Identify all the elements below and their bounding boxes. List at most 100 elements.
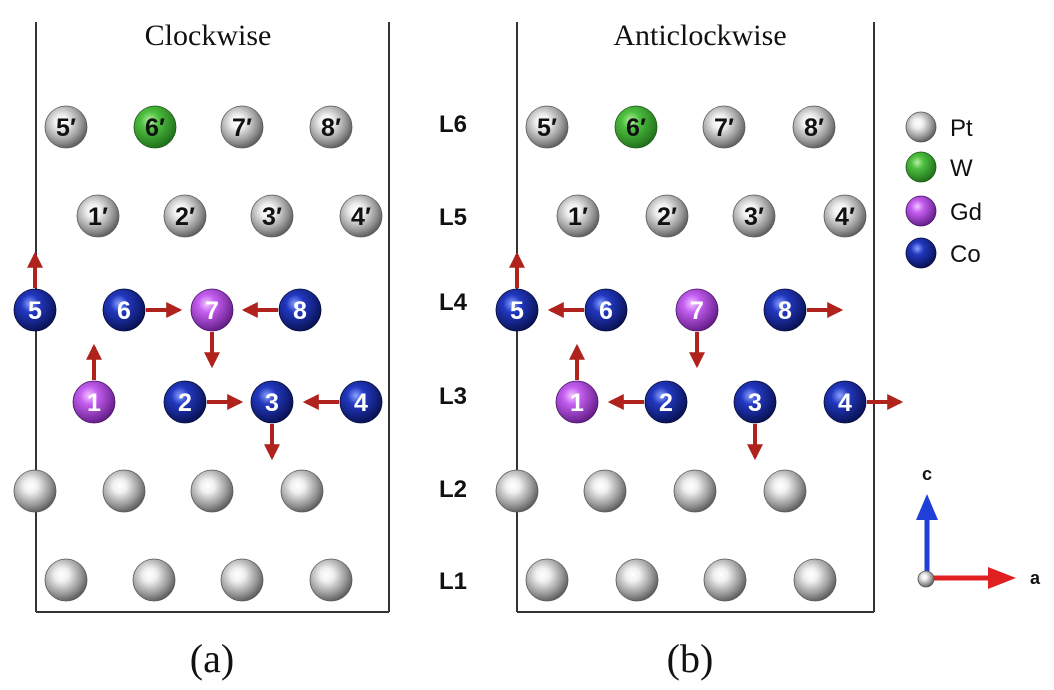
legend-label-pt: Pt [950,115,973,142]
atom-pt-7p [220,105,264,149]
atom-label: 2 [178,389,192,417]
atom-co-8 [763,288,807,332]
atom-co-6 [102,288,146,332]
atom-pt-3p [732,194,776,238]
legend-label-co: Co [950,241,981,268]
atom-pt-2p [163,194,207,238]
atom-label: 2 [659,389,673,417]
atom-pt-4p [823,194,867,238]
atom-pt-8p [792,105,836,149]
atom-label: 3 [265,389,279,417]
spin-arrows [27,251,339,461]
panel-b-atoms: 5′ 6′ 7′ 8′ 1′ 2′ 3′ 4′ 5 6 7 8 1 2 3 4 [495,105,904,602]
layer-label-l2: L2 [439,476,467,503]
legend-swatch-gd [905,195,937,227]
atom-label: 1′ [88,203,108,231]
atom-label: 5′ [56,114,76,142]
atom-label: 8 [293,297,307,325]
atom-co-3 [733,380,777,424]
legend-label-gd: Gd [950,199,982,226]
atom-pt-l2-3 [280,469,324,513]
atom-pt-l2-1 [102,469,146,513]
layer-label-l5: L5 [439,204,467,231]
atom-pt-l1-0 [525,558,569,602]
legend-swatch-w [905,151,937,183]
legend: Pt W Gd Co [905,111,982,269]
atom-pt-7p [702,105,746,149]
atom-pt-5p [44,105,88,149]
atom-gd-7 [190,288,234,332]
atom-label: 4 [838,389,852,417]
atom-pt-l1-1 [615,558,659,602]
atom-label: 8′ [321,114,341,142]
atom-label: 4′ [835,203,855,231]
axes-triad: c a [916,464,1041,589]
layer-labels: L6 L5 L4 L3 L2 L1 [439,111,468,595]
panel-b-title: Anticlockwise [613,19,786,52]
atom-label: 8′ [804,114,824,142]
atom-co-2 [163,380,207,424]
atom-pt-l1-0 [44,558,88,602]
axis-c-arrowhead [916,494,938,520]
atom-pt-l2-0 [13,469,57,513]
atom-label: 5′ [537,114,557,142]
atom-label: 6 [117,297,131,325]
axis-a-label: a [1030,568,1041,588]
atom-gd-7 [675,288,719,332]
atom-pt-1p [76,194,120,238]
atom-label: 7 [690,297,704,325]
atom-pt-l2-1 [583,469,627,513]
atom-label: 7′ [232,114,252,142]
atom-label: 4 [354,389,368,417]
atom-label: 4′ [351,203,371,231]
legend-label-w: W [950,155,973,182]
atom-pt-l1-1 [132,558,176,602]
atom-label: 1′ [568,203,588,231]
atom-w-6p [133,105,177,149]
legend-swatch-pt [905,111,937,143]
atom-label: 2′ [657,203,677,231]
atom-co-3 [250,380,294,424]
atom-label: 6′ [145,114,165,142]
atom-pt-l1-2 [220,558,264,602]
atom-pt-l2-0 [495,469,539,513]
atom-co-2 [644,380,688,424]
atom-label: 7 [205,297,219,325]
atom-co-4 [823,380,867,424]
legend-swatch-co [905,237,937,269]
atom-label: 3′ [744,203,764,231]
atom-w-6p [614,105,658,149]
atom-pt-2p [645,194,689,238]
atom-label: 5 [510,297,524,325]
axis-c-label: c [922,464,932,484]
atom-label: 1 [87,389,101,417]
atom-label: 3′ [262,203,282,231]
atom-pt-8p [309,105,353,149]
atom-spheres: 5′ 6′ 7′ 8′ 1′ 2′ 3′ 4′ 5 6 7 8 1 2 3 4 [495,105,867,602]
atom-label: 7′ [714,114,734,142]
atom-label: 6 [599,297,613,325]
atom-pt-l2-2 [673,469,717,513]
panel-a-caption: (a) [190,636,234,681]
layer-label-l1: L1 [439,568,467,595]
atom-label: 1 [570,389,584,417]
atom-pt-5p [525,105,569,149]
atom-pt-l1-3 [793,558,837,602]
panel-b-caption: (b) [667,636,714,681]
atom-label: 3 [748,389,762,417]
atom-label: 8 [778,297,792,325]
layer-label-l3: L3 [439,383,467,410]
axis-a-arrowhead [988,567,1016,589]
atom-pt-l2-3 [763,469,807,513]
atom-co-4 [339,380,383,424]
atom-pt-3p [250,194,294,238]
atom-pt-l1-3 [309,558,353,602]
atom-co-8 [278,288,322,332]
atom-label: 6′ [626,114,646,142]
atom-co-6 [584,288,628,332]
axis-origin [917,570,935,588]
atom-label: 5 [28,297,42,325]
